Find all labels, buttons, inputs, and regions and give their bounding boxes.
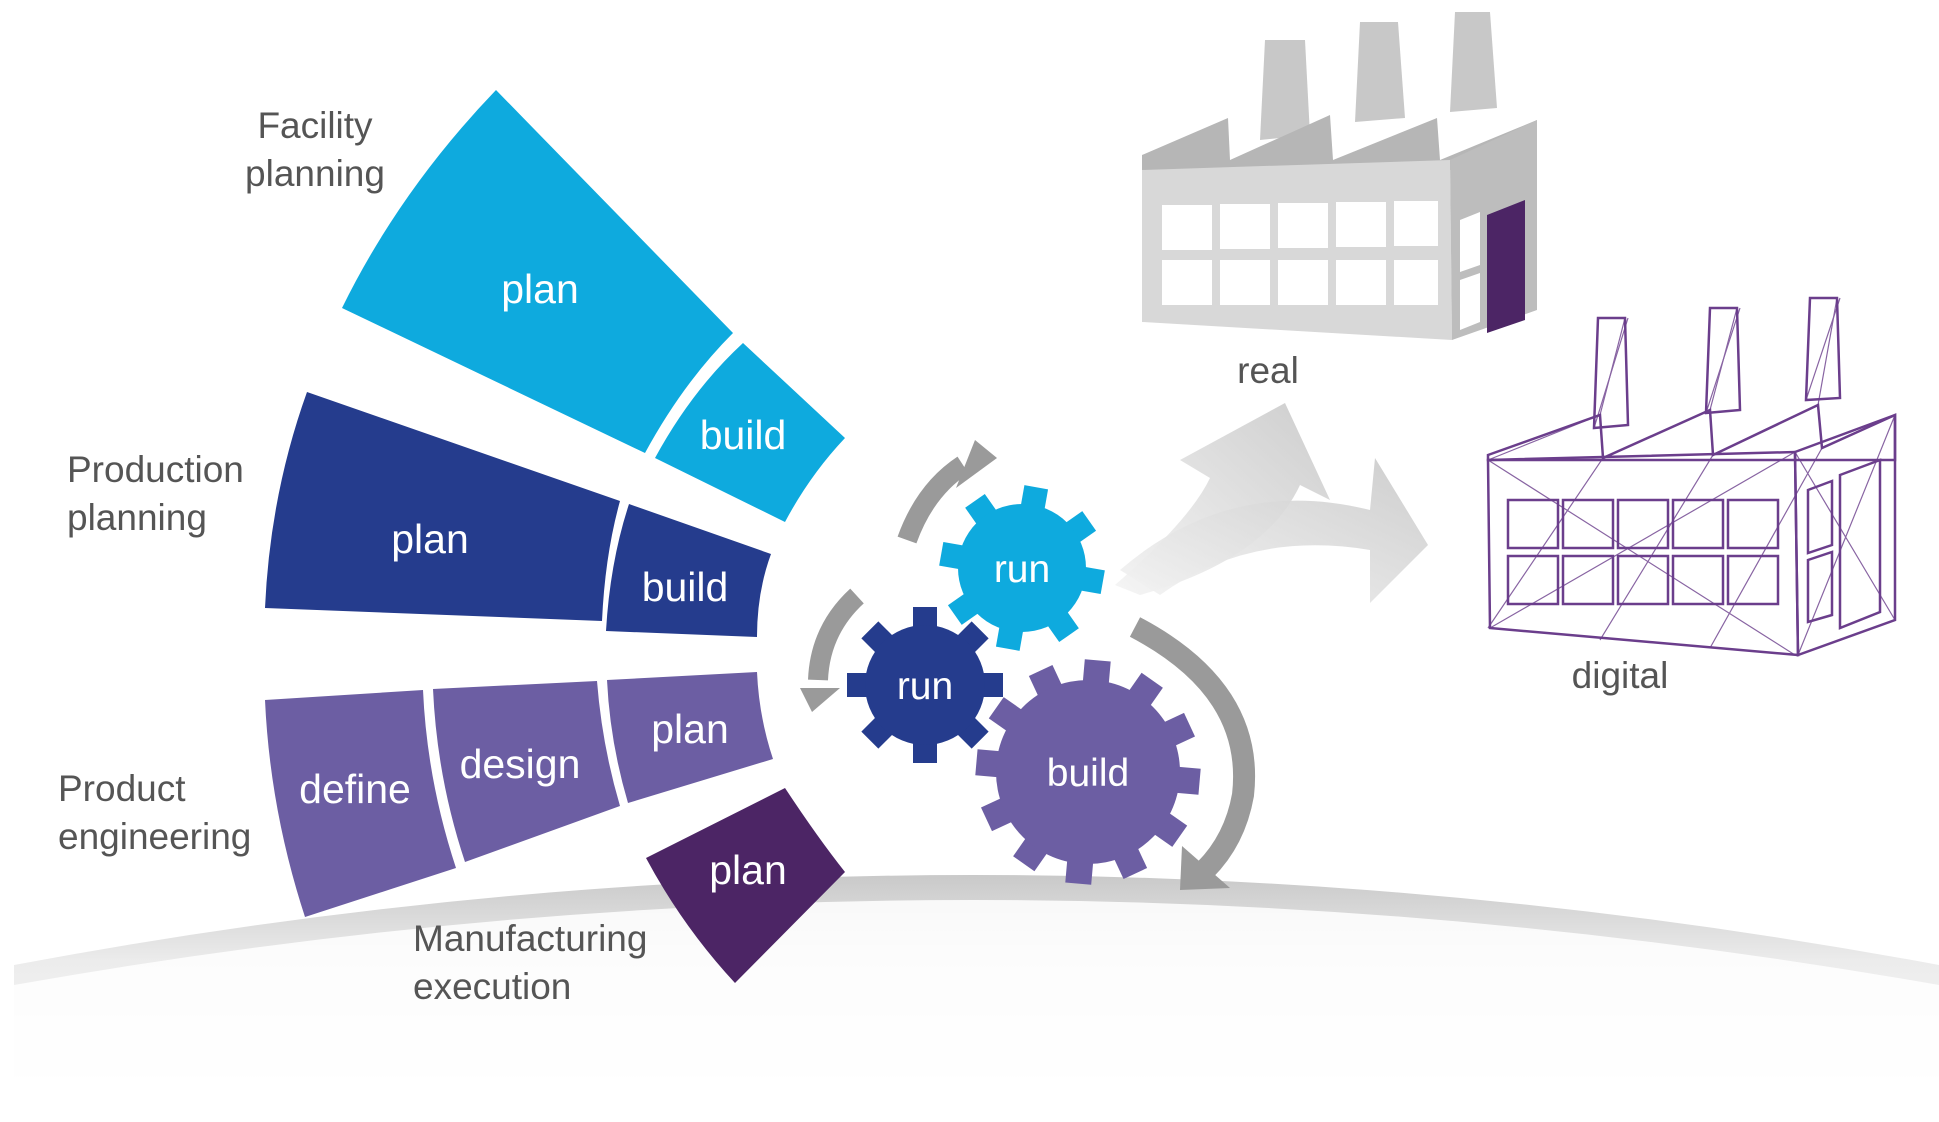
production-plan-segment bbox=[265, 392, 620, 621]
engineering-define-label: define bbox=[299, 766, 411, 812]
engineering-label-line2: engineering bbox=[58, 816, 251, 857]
product-engineering-band: define design plan bbox=[265, 672, 773, 917]
facility-plan-label: plan bbox=[501, 266, 579, 312]
production-plan-label: plan bbox=[391, 516, 469, 562]
digital-door bbox=[1838, 458, 1882, 630]
real-chimney-2 bbox=[1355, 22, 1405, 122]
production-label-line1: Production bbox=[67, 449, 244, 490]
digital-windows bbox=[1506, 479, 1834, 624]
gear-big: build bbox=[975, 659, 1201, 885]
cycle-arrow-right-head bbox=[1180, 846, 1230, 890]
digital-chimney-1 bbox=[1592, 316, 1630, 430]
facility-build-label: build bbox=[700, 412, 787, 458]
manufacturing-label-line2: execution bbox=[413, 966, 571, 1007]
gear-top-label: run bbox=[994, 548, 1050, 591]
facility-planning-band: plan build bbox=[342, 90, 845, 522]
manufacturing-plan-label: plan bbox=[709, 847, 787, 893]
facility-label-line2: planning bbox=[245, 153, 385, 194]
digital-chimney-2 bbox=[1704, 306, 1742, 415]
production-label-line2: planning bbox=[67, 497, 207, 538]
cycle-arrow-left bbox=[808, 588, 864, 681]
real-factory-icon bbox=[1142, 12, 1537, 340]
real-door bbox=[1487, 200, 1525, 333]
digital-chimney-3 bbox=[1804, 296, 1842, 402]
gear-top: run bbox=[939, 485, 1105, 651]
production-build-segment bbox=[606, 504, 771, 637]
real-windows bbox=[1162, 201, 1480, 330]
flow-arrow-to-digital bbox=[1120, 458, 1428, 603]
digital-wireframe-mesh bbox=[1487, 297, 1896, 656]
facility-label-line1: Facility bbox=[257, 105, 373, 146]
real-factory-label: real bbox=[1237, 350, 1299, 391]
digital-factory-label: digital bbox=[1572, 655, 1669, 696]
production-planning-band: plan build bbox=[265, 392, 771, 637]
engineering-plan-segment bbox=[607, 672, 773, 803]
cycle-arrow-left-head bbox=[800, 688, 840, 712]
cycle-arrow-top-head bbox=[956, 440, 997, 488]
gear-big-body bbox=[996, 680, 1180, 864]
digital-roof bbox=[1486, 403, 1897, 462]
real-roof bbox=[1142, 115, 1537, 170]
floor-swoosh-fade bbox=[14, 900, 1939, 1122]
real-chimney-1 bbox=[1260, 40, 1310, 140]
gear-top-body bbox=[958, 504, 1086, 632]
digital-factory-icon bbox=[1486, 296, 1897, 657]
manufacturing-label-line1: Manufacturing bbox=[413, 918, 647, 959]
gear-left-body bbox=[865, 625, 985, 745]
facility-build-segment bbox=[655, 343, 845, 522]
cycle-arrow-top bbox=[897, 456, 969, 544]
manufacturing-plan-segment bbox=[646, 788, 845, 983]
engineering-define-segment bbox=[265, 690, 456, 917]
gear-big-label: build bbox=[1047, 752, 1129, 795]
gear-left: run bbox=[847, 607, 1003, 763]
cycle-arrows bbox=[800, 440, 1255, 890]
production-build-label: build bbox=[642, 564, 729, 610]
engineering-design-label: design bbox=[460, 741, 581, 787]
manufacturing-execution-band: plan bbox=[646, 788, 845, 983]
facility-plan-segment bbox=[342, 90, 733, 453]
digital-front-wall bbox=[1486, 450, 1800, 657]
gear-left-label: run bbox=[897, 665, 953, 708]
real-chimney-3 bbox=[1450, 12, 1497, 112]
engineering-label-line1: Product bbox=[58, 768, 186, 809]
engineering-design-segment bbox=[433, 681, 620, 862]
flow-arrows bbox=[1115, 403, 1428, 603]
cycle-arrow-right bbox=[1129, 617, 1255, 878]
engineering-plan-label: plan bbox=[651, 706, 729, 752]
